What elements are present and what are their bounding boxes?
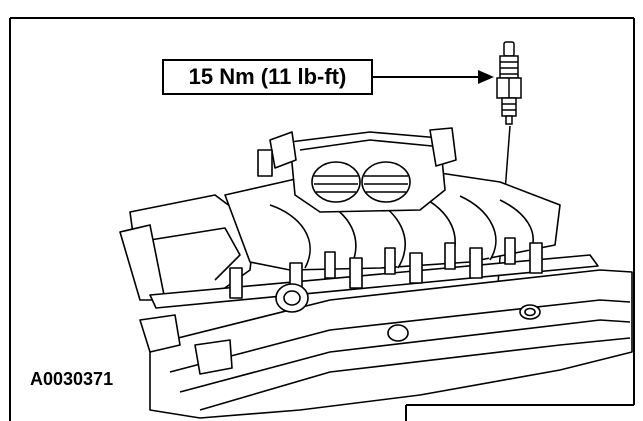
torque-callout-box: 15 Nm (11 lb-ft) — [162, 59, 373, 95]
torque-label: 15 Nm (11 lb-ft) — [188, 64, 347, 89]
figure-id-label: A0030371 — [30, 369, 114, 389]
manifold-body — [119, 127, 633, 419]
leader-arrow — [373, 70, 494, 84]
spark-plug — [496, 41, 522, 125]
frame-border — [9, 17, 635, 421]
